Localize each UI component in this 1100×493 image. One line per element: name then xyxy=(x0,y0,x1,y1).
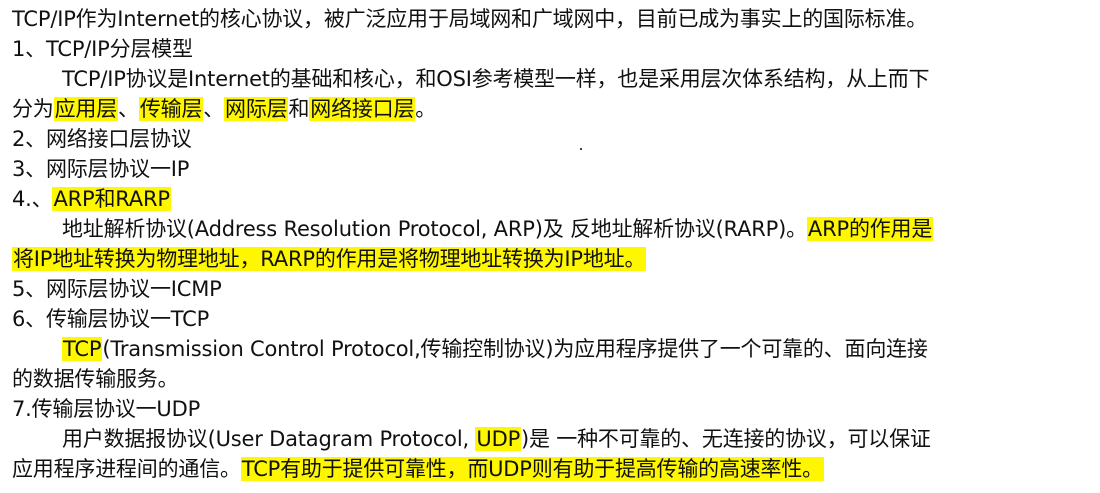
section-7-paragraph-line-1: 用户数据报协议(User Datagram Protocol, UDP)是 一种… xyxy=(12,424,1090,454)
section-6-heading: 6、传输层协议一TCP xyxy=(12,307,210,331)
text-span: 和 xyxy=(288,97,310,121)
section-1-heading: 1、TCP/IP分层模型 xyxy=(12,37,193,61)
highlight-arp-rarp-title: ARP和RARP xyxy=(52,187,171,211)
section-4-paragraph-line-1: 地址解析协议(Address Resolution Protocol, ARP)… xyxy=(12,214,1090,244)
highlight-udp: UDP xyxy=(475,427,522,451)
section-6-paragraph-line-1: TCP(Transmission Control Protocol,传输控制协议… xyxy=(12,334,1090,364)
highlight-tcp-udp-summary: TCP有助于提供可靠性，而UDP则有助于提高传输的高速率性。 xyxy=(240,457,824,481)
text-span: (Transmission Control Protocol,传输控制协议)为应… xyxy=(102,337,928,361)
highlight-arp-role: ARP的作用是 xyxy=(806,217,934,241)
section-4-number: 4.、 xyxy=(12,187,53,211)
section-4-heading: 4.、ARP和RARP xyxy=(12,184,1090,214)
section-5-heading: 5、网际层协议一ICMP xyxy=(12,277,222,301)
text-span: 分为 xyxy=(12,97,54,121)
section-1-paragraph-line-1: TCP/IP协议是Internet的基础和核心，和OSI参考模型一样，也是采用层… xyxy=(62,67,930,91)
stray-dot xyxy=(580,148,582,150)
text-span: )是 一种不可靠的、无连接的协议，可以保证 xyxy=(521,427,931,451)
intro-paragraph: TCP/IP作为Internet的核心协议，被广泛应用于局域网和广域网中，目前已… xyxy=(12,7,928,31)
text-span: 地址解析协议(Address Resolution Protocol, ARP)… xyxy=(62,217,807,241)
highlight-application-layer: 应用层 xyxy=(53,97,119,121)
section-2-heading: 2、网络接口层协议 xyxy=(12,127,192,151)
highlight-arp-rarp-definition: 将IP地址转换为物理地址，RARP的作用是将物理地址转换为IP地址。 xyxy=(12,247,647,271)
text-span: 、 xyxy=(203,97,225,121)
section-3-heading: 3、网际层协议一IP xyxy=(12,157,190,181)
text-span: 用户数据报协议(User Datagram Protocol, xyxy=(62,427,476,451)
text-span: 。 xyxy=(415,97,437,121)
section-4-paragraph-line-2: 将IP地址转换为物理地址，RARP的作用是将物理地址转换为IP地址。 xyxy=(12,244,1090,274)
highlight-network-interface-layer: 网络接口层 xyxy=(309,97,416,121)
section-7-heading: 7.传输层协议一UDP xyxy=(12,397,201,421)
highlight-transport-layer: 传输层 xyxy=(138,97,204,121)
highlight-tcp: TCP xyxy=(62,337,103,361)
text-span: 、 xyxy=(118,97,139,121)
section-6-paragraph-line-2: 的数据传输服务。 xyxy=(12,367,179,391)
section-1-paragraph-line-2: 分为应用层、传输层、网际层和网络接口层。 xyxy=(12,94,1090,124)
section-7-paragraph-line-2: 应用程序进程间的通信。TCP有助于提供可靠性，而UDP则有助于提高传输的高速率性… xyxy=(12,454,1090,484)
highlight-internet-layer: 网际层 xyxy=(224,97,289,121)
text-span: 应用程序进程间的通信。 xyxy=(12,457,241,481)
